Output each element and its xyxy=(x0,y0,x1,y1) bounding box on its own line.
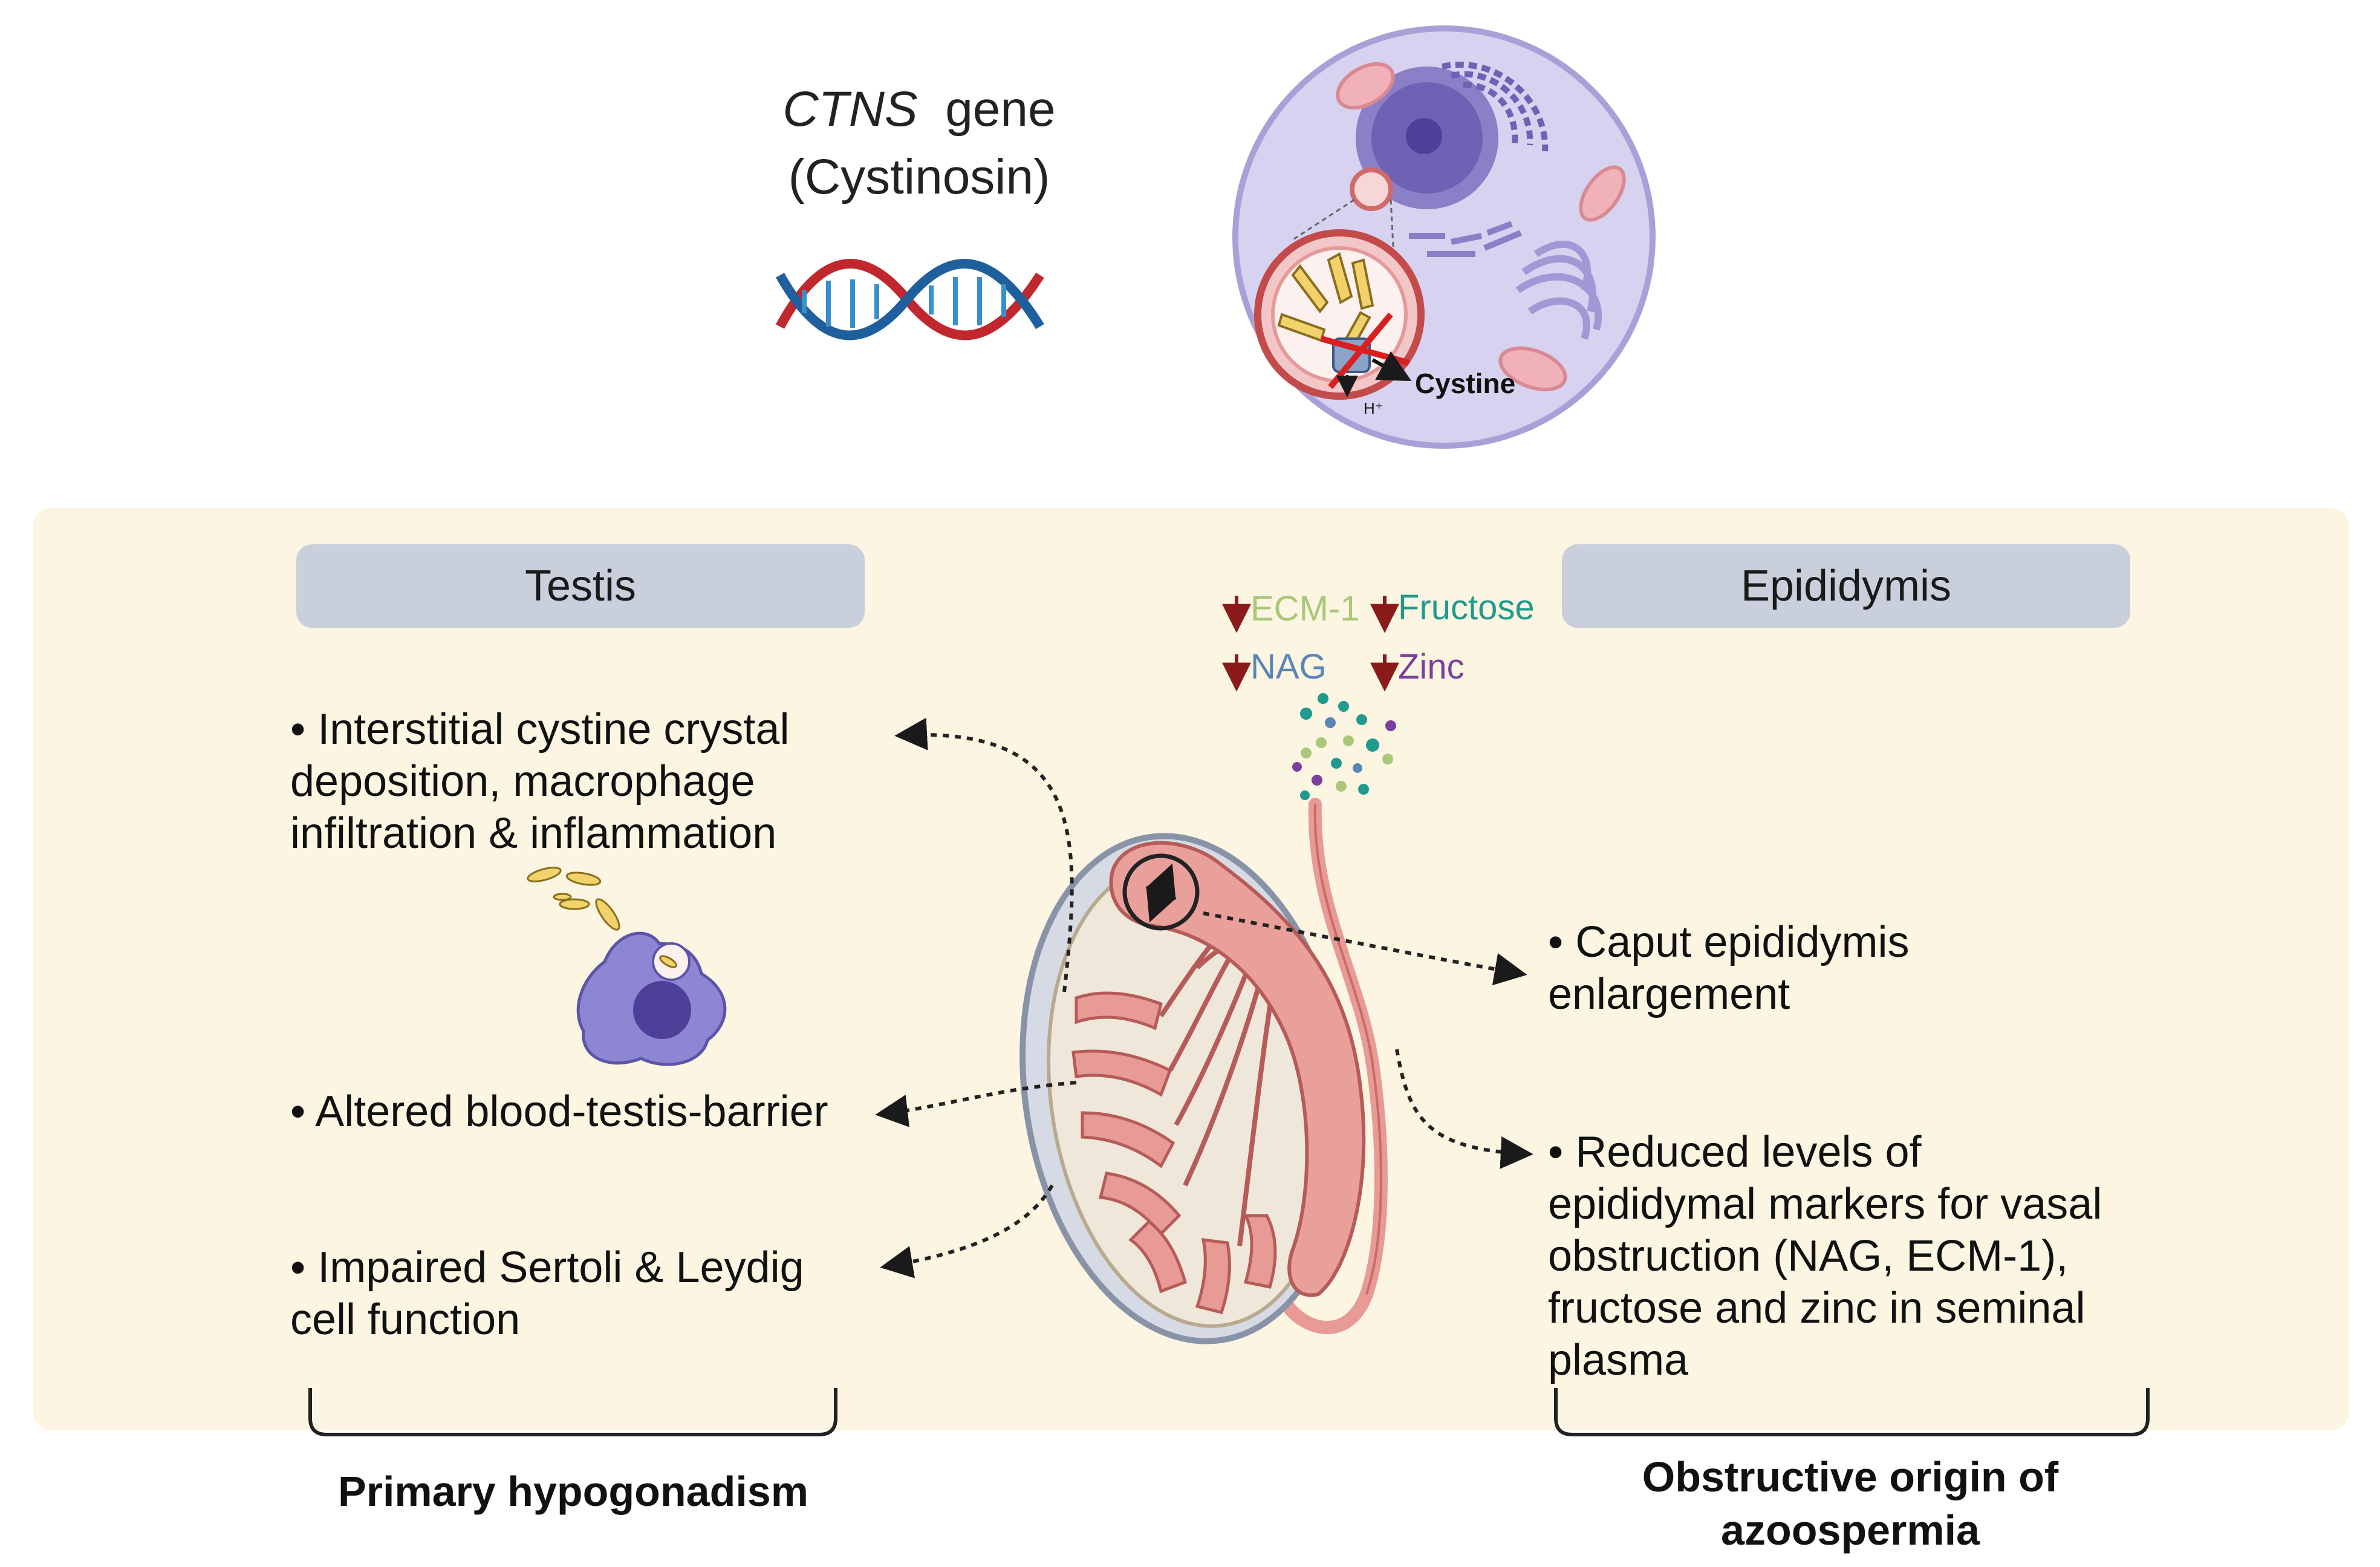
marker-ecm1: ECM-1 xyxy=(1250,589,1360,628)
golgi-apparatus xyxy=(1515,240,1602,340)
cystine-crystals xyxy=(1277,252,1374,347)
macrophage-illustration xyxy=(527,867,727,1066)
cell-illustration xyxy=(1232,25,1656,449)
finding-line: fructose and zinc in seminal xyxy=(1548,1284,2086,1332)
gene-word: gene xyxy=(945,82,1056,137)
conclusion-primary-hypogonadism: Primary hypogonadism xyxy=(338,1468,808,1515)
finding-line: infiltration & inflammation xyxy=(290,809,777,858)
epididymis-bracket xyxy=(1554,1388,2150,1436)
small-lysosome xyxy=(1350,168,1393,211)
finding-line: plasma xyxy=(1548,1336,1689,1384)
cystinosin-transporter xyxy=(1320,312,1410,389)
marker-zinc: Zinc xyxy=(1398,647,1465,686)
finding-line: • Altered blood-testis-barrier xyxy=(290,1087,828,1136)
testis-illustration xyxy=(1019,833,1366,1344)
epididymis-header: Epididymis xyxy=(1562,544,2130,628)
caput-zoom-circle xyxy=(1122,853,1200,931)
finding-sertoli-leydig: • Impaired Sertoli & Leydig cell functio… xyxy=(290,1242,895,1346)
dna-helix-icon xyxy=(775,259,1044,340)
finding-line: deposition, macrophage xyxy=(290,757,755,806)
gene-label: CTNS gene (Cystinosin) xyxy=(720,76,1119,211)
finding-line: obstruction (NAG, ECM-1), xyxy=(1548,1232,2069,1280)
finding-line: enlargement xyxy=(1548,970,1790,1018)
cystine-label: Cystine xyxy=(1415,368,1516,399)
proton-label: H⁺ xyxy=(1364,399,1383,417)
finding-crystal-deposition: • Interstitial cystine crystal depositio… xyxy=(290,703,895,859)
decrease-arrows xyxy=(1222,596,1399,692)
finding-line: cell function xyxy=(290,1295,521,1344)
lysosome-enlarged xyxy=(1254,229,1425,400)
conclusion-line: Obstructive origin of xyxy=(1642,1453,2059,1500)
conclusion-line: azoospermia xyxy=(1721,1507,1980,1554)
seminal-markers-dots xyxy=(1292,693,1396,800)
gene-symbol: CTNS xyxy=(782,82,918,137)
finding-blood-testis-barrier: • Altered blood-testis-barrier xyxy=(290,1086,895,1138)
conclusion-obstructive-azoospermia: Obstructive origin of azoospermia xyxy=(1548,1450,2153,1557)
epididymis-illustration xyxy=(1109,841,1366,1297)
testis-header: Testis xyxy=(296,544,865,628)
finding-line: epididymal markers for vasal xyxy=(1548,1180,2102,1228)
marker-nag: NAG xyxy=(1250,647,1327,686)
seminiferous-tubules xyxy=(1071,991,1277,1314)
finding-line: • Interstitial cystine crystal xyxy=(290,705,790,754)
endoplasmic-reticulum xyxy=(1409,221,1522,257)
mitochondria xyxy=(1336,62,1626,392)
finding-caput-enlargement: • Caput epididymis enlargement xyxy=(1548,916,2153,1020)
finding-line: • Impaired Sertoli & Leydig xyxy=(290,1243,804,1292)
marker-fructose: Fructose xyxy=(1398,588,1535,627)
finding-reduced-markers: • Reduced levels of epididymal markers f… xyxy=(1548,1126,2189,1386)
finding-line: • Caput epididymis xyxy=(1548,918,1910,966)
protein-name: (Cystinosin) xyxy=(788,149,1050,204)
nucleus xyxy=(1356,61,1549,209)
finding-line: • Reduced levels of xyxy=(1548,1128,1922,1176)
connector-arrows xyxy=(875,717,1533,1279)
testis-bracket xyxy=(308,1388,837,1436)
